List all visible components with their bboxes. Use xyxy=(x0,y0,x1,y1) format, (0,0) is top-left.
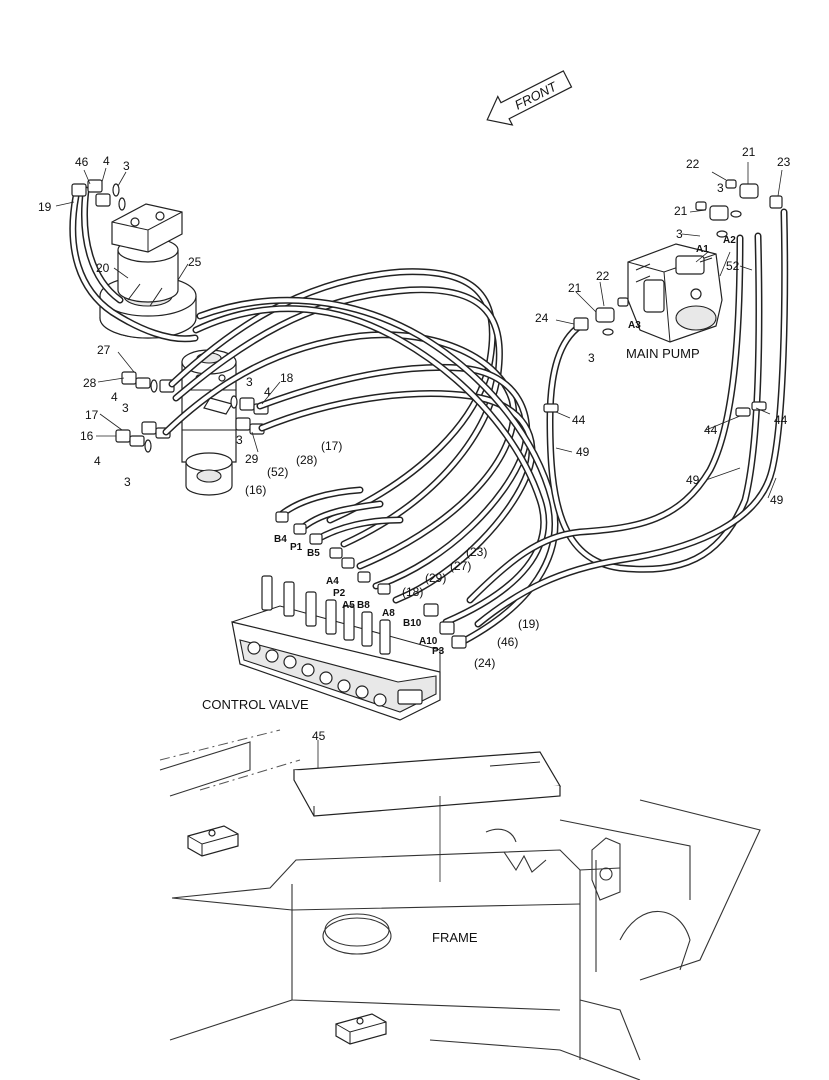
port-label: A10 xyxy=(419,636,438,647)
callout: 3 xyxy=(246,375,253,389)
callout: 49 xyxy=(576,445,590,459)
port-label: P3 xyxy=(432,646,445,657)
port-label: B10 xyxy=(403,618,422,629)
swing-fittings xyxy=(71,179,126,211)
callout: 3 xyxy=(124,475,131,489)
callout: (18) xyxy=(402,585,423,599)
callout: (17) xyxy=(321,439,342,453)
callout: 23 xyxy=(777,155,791,169)
pump-fittings xyxy=(573,179,783,336)
callout: 22 xyxy=(686,157,700,171)
frame-caption: FRAME xyxy=(432,930,478,945)
callout: 19 xyxy=(38,200,52,214)
callout: 52 xyxy=(726,259,740,273)
port-label: A4 xyxy=(326,576,339,587)
callouts-top-left: 46 4 3 19 20 25 xyxy=(38,154,202,275)
frame xyxy=(159,729,761,1080)
port-label: B8 xyxy=(357,600,370,611)
hose-clamps xyxy=(543,401,767,417)
frame-blocks xyxy=(187,825,387,1045)
callout: (29) xyxy=(425,571,446,585)
callouts-bottom: 45 xyxy=(312,729,326,743)
callout: (24) xyxy=(474,656,495,670)
callout: 21 xyxy=(742,145,756,159)
main-pump-caption: MAIN PUMP xyxy=(626,346,700,361)
callout: (19) xyxy=(518,617,539,631)
leader-lines xyxy=(55,162,783,768)
pump-hoses xyxy=(466,208,789,628)
port-label: A5 xyxy=(342,600,355,611)
callout: 44 xyxy=(704,423,718,437)
callout: 44 xyxy=(572,413,586,427)
port-label: P2 xyxy=(333,588,346,599)
cover-plate xyxy=(293,751,562,882)
callout: 20 xyxy=(96,261,110,275)
port-label: A1 xyxy=(696,244,709,255)
callout: 4 xyxy=(111,390,118,404)
callout: 49 xyxy=(686,473,700,487)
callout: 44 xyxy=(774,413,788,427)
callout: (28) xyxy=(296,453,317,467)
callout: 4 xyxy=(264,385,271,399)
callout: 21 xyxy=(674,204,688,218)
callout: 28 xyxy=(83,376,97,390)
callout: 46 xyxy=(75,155,89,169)
callouts-pump-side: 22 21 23 3 21 3 A1 A2 52 21 22 24 A3 3 4… xyxy=(535,145,791,507)
loop-hoses xyxy=(162,268,559,646)
callouts-valve: (17) (28) (52) (16) (23) (27) (29) (18) … xyxy=(245,439,539,670)
callout: 4 xyxy=(103,154,110,168)
callouts-center-left: 3 4 18 3 29 xyxy=(236,371,294,466)
callout: 16 xyxy=(80,429,94,443)
callout: (27) xyxy=(450,559,471,573)
callout: (52) xyxy=(267,465,288,479)
port-label: A8 xyxy=(382,608,395,619)
control-valve xyxy=(231,575,441,721)
callout: 45 xyxy=(312,729,326,743)
callout: 29 xyxy=(245,452,259,466)
main-pump xyxy=(627,243,723,343)
swing-motor xyxy=(99,203,197,339)
callout: 3 xyxy=(676,227,683,241)
callout: 3 xyxy=(236,433,243,447)
callout: 22 xyxy=(596,269,610,283)
valve-port-fittings xyxy=(275,511,467,649)
callout: 3 xyxy=(588,351,595,365)
port-label: B4 xyxy=(274,534,287,545)
callout: 27 xyxy=(97,343,111,357)
callout: (16) xyxy=(245,483,266,497)
control-valve-caption: CONTROL VALVE xyxy=(202,697,309,712)
callout: (46) xyxy=(497,635,518,649)
callout: 18 xyxy=(280,371,294,385)
port-label: B5 xyxy=(307,548,320,559)
port-label: A2 xyxy=(723,235,736,246)
valve-port-labels: B4 P1 B5 A4 P2 A5 B8 A8 B10 A10 P3 xyxy=(274,534,445,657)
port-label: A3 xyxy=(628,320,641,331)
callout: (23) xyxy=(466,545,487,559)
callout: 25 xyxy=(188,255,202,269)
callout: 21 xyxy=(568,281,582,295)
callout: 3 xyxy=(717,181,724,195)
swing-motor-hoses xyxy=(69,186,199,343)
front-arrow: FRONT xyxy=(486,70,573,126)
callout: 49 xyxy=(770,493,784,507)
callouts-left-cluster: 27 28 4 3 17 16 4 3 xyxy=(80,343,131,489)
port-label: P1 xyxy=(290,542,303,553)
callout: 17 xyxy=(85,408,99,422)
callout: 4 xyxy=(94,454,101,468)
callout: 3 xyxy=(122,401,129,415)
callout: 3 xyxy=(123,159,130,173)
callout: 24 xyxy=(535,311,549,325)
